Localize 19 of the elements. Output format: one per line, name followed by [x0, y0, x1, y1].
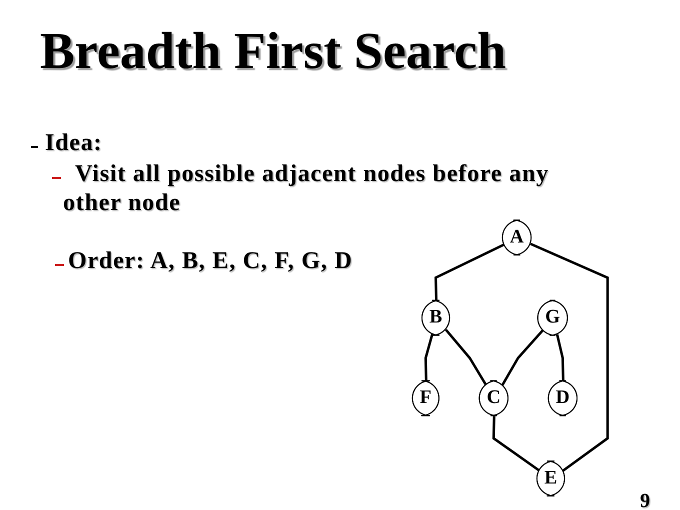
bullet-text: Idea:	[45, 129, 102, 158]
bullet-text: Visit all possible adjacent nodes before any other node	[63, 160, 550, 218]
edge-line	[424, 334, 434, 382]
edge-line	[501, 329, 544, 386]
graph-node: G	[537, 300, 568, 336]
graph-node: B	[421, 300, 450, 336]
graph-node: D	[548, 380, 578, 416]
edge-line	[556, 334, 564, 382]
bullet-text: Order: A, B, E, C, F, G, D	[68, 247, 353, 276]
edge-line	[530, 242, 609, 472]
slide-title: Breadth First Search	[40, 22, 506, 82]
graph-node: E	[536, 460, 566, 496]
graph-node: C	[478, 380, 508, 416]
graph-node: F	[412, 380, 440, 416]
page-number: 9	[640, 489, 650, 510]
edge-line	[444, 328, 488, 386]
edge-line	[492, 416, 540, 472]
edge-line	[434, 243, 505, 301]
graph-node: A	[502, 220, 532, 256]
